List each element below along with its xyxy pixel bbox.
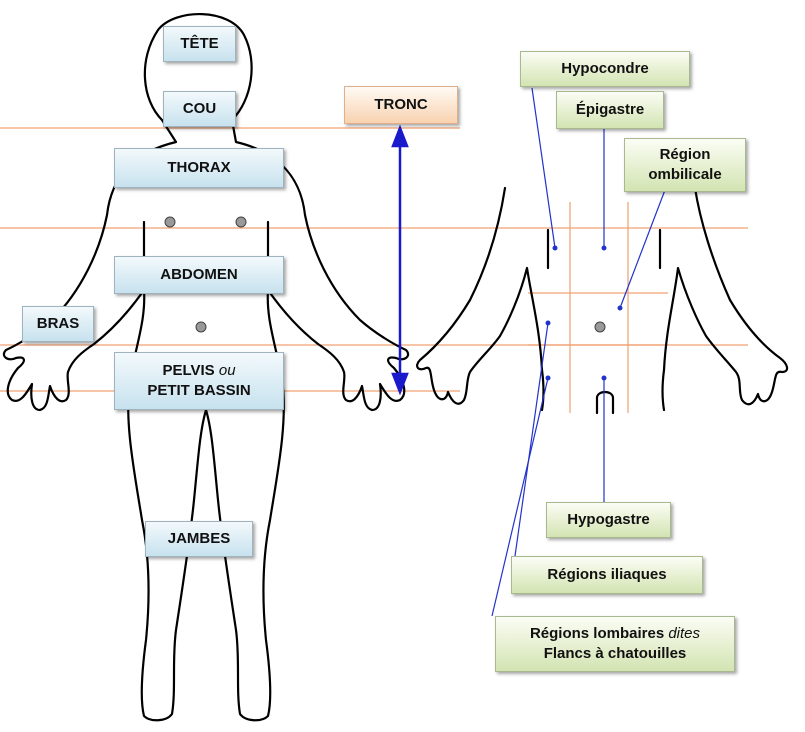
landmark-dots-left <box>164 216 247 333</box>
landmark-dots-right <box>545 245 623 381</box>
label-pelvis: PELVIS ou PETIT BASSIN <box>114 352 284 410</box>
dot-right-chest <box>235 216 247 228</box>
dot-navel-detail <box>594 321 606 333</box>
label-regions-lombaires: Régions lombaires dites Flancs à chatoui… <box>495 616 735 672</box>
label-jambes: JAMBES <box>145 521 253 557</box>
label-tete: TÊTE <box>163 26 236 62</box>
guide-lines <box>0 127 748 413</box>
leader-ombilicale <box>619 189 666 309</box>
dot-left-chest <box>164 216 176 228</box>
label-pelvis-word: PELVIS <box>162 362 215 379</box>
label-abdomen: ABDOMEN <box>114 256 284 294</box>
label-pelvis-ou: ou <box>218 362 236 379</box>
label-bras: BRAS <box>22 306 94 342</box>
label-pelvis-petit-bassin: PETIT BASSIN <box>147 382 251 399</box>
label-ombilicale-line1: Région <box>659 146 711 163</box>
label-region-ombilicale: Région ombilicale <box>624 138 746 192</box>
label-lombaires-dites: dites <box>668 625 701 642</box>
label-ombilicale-line2: ombilicale <box>648 166 722 183</box>
dot-navel <box>195 321 207 333</box>
label-lombaires-word: Régions lombaires <box>529 625 665 642</box>
tronc-arrow <box>391 124 409 396</box>
leader-lines <box>491 87 666 617</box>
leader-lombaires <box>491 377 549 617</box>
leader-iliaques <box>514 322 549 557</box>
leader-hypocondre <box>531 87 556 249</box>
label-flancs: Flancs à chatouilles <box>543 645 687 662</box>
label-hypogastre: Hypogastre <box>546 502 671 538</box>
label-regions-iliaques: Régions iliaques <box>511 556 703 594</box>
label-thorax: THORAX <box>114 148 284 188</box>
label-tronc: TRONC <box>344 86 458 124</box>
label-hypocondre: Hypocondre <box>520 51 690 87</box>
body-outline-abdomen-detail <box>416 186 789 415</box>
label-epigastre: Épigastre <box>556 91 664 129</box>
label-cou: COU <box>163 91 236 127</box>
